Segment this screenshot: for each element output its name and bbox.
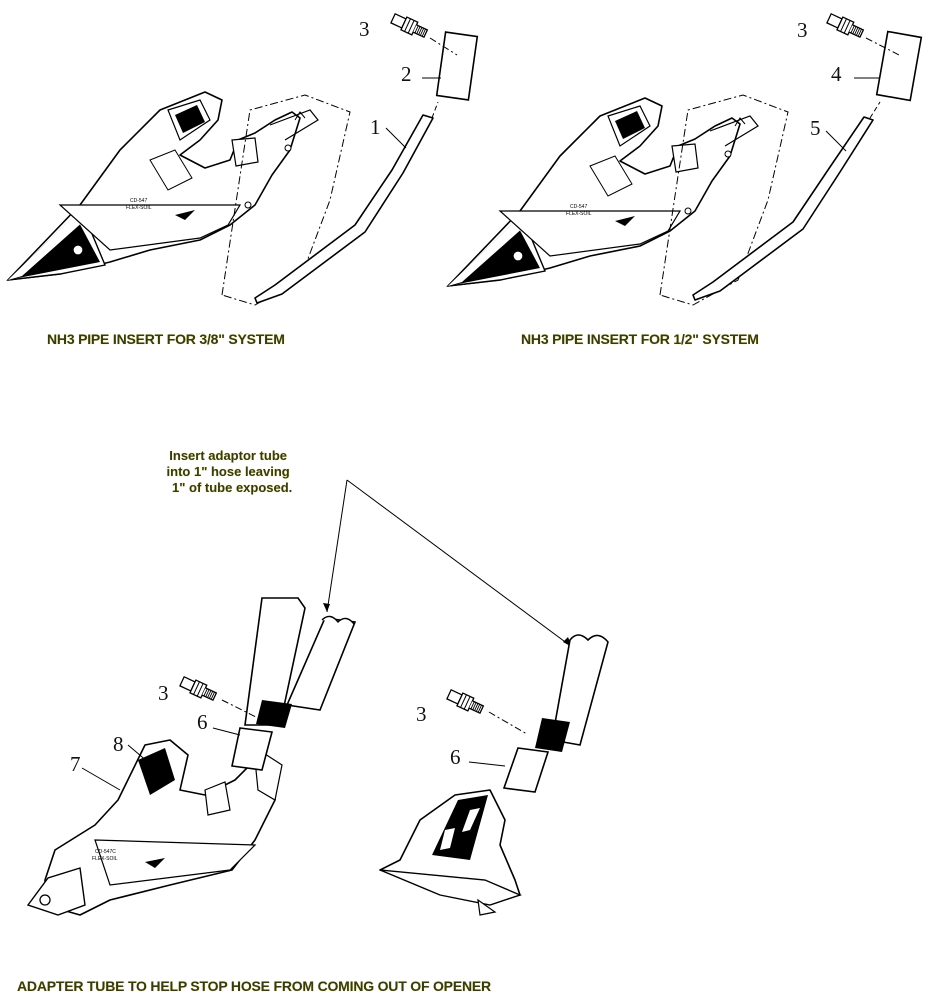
caption-adapter-tube: ADAPTER TUBE TO HELP STOP HOSE FROM COMI… bbox=[17, 978, 491, 994]
callout-6-bottom-left: 6 bbox=[197, 710, 208, 734]
callout-3-bottom-left: 3 bbox=[158, 681, 169, 705]
callout-7-bottom-left: 7 bbox=[70, 752, 81, 776]
note-leaders bbox=[323, 479, 573, 648]
bottom-left-assembly: CD-547C FLEX-SOIL bbox=[26, 597, 357, 916]
callout-5-top-right: 5 bbox=[810, 116, 821, 140]
caption-3-8-system: NH3 PIPE INSERT FOR 3/8" SYSTEM bbox=[47, 331, 285, 347]
note-line-2: into 1" hose leaving bbox=[166, 464, 290, 479]
top-left-assembly bbox=[7, 11, 479, 306]
svg-text:FLEX-SOIL: FLEX-SOIL bbox=[92, 856, 118, 862]
top-right-assembly bbox=[447, 11, 923, 306]
callout-3-bottom-right: 3 bbox=[416, 702, 427, 726]
callout-1-top-left: 1 bbox=[370, 115, 381, 139]
caption-1-2-system: NH3 PIPE INSERT FOR 1/2" SYSTEM bbox=[521, 331, 759, 347]
svg-text:CD-547C: CD-547C bbox=[95, 849, 116, 855]
callout-6-bottom-right: 6 bbox=[450, 745, 461, 769]
callout-3-top-left: 3 bbox=[359, 17, 370, 41]
callout-8-bottom-left: 8 bbox=[113, 732, 124, 756]
callout-3-top-right: 3 bbox=[797, 18, 808, 42]
assembly-note: Insert adaptor tube into 1" hose leaving… bbox=[164, 448, 293, 496]
note-line-1: Insert adaptor tube bbox=[169, 448, 288, 463]
note-line-3: 1" of tube exposed. bbox=[172, 480, 293, 495]
callout-2-top-left: 2 bbox=[401, 62, 412, 86]
bottom-right-assembly bbox=[379, 634, 609, 916]
callout-4-top-right: 4 bbox=[831, 62, 842, 86]
